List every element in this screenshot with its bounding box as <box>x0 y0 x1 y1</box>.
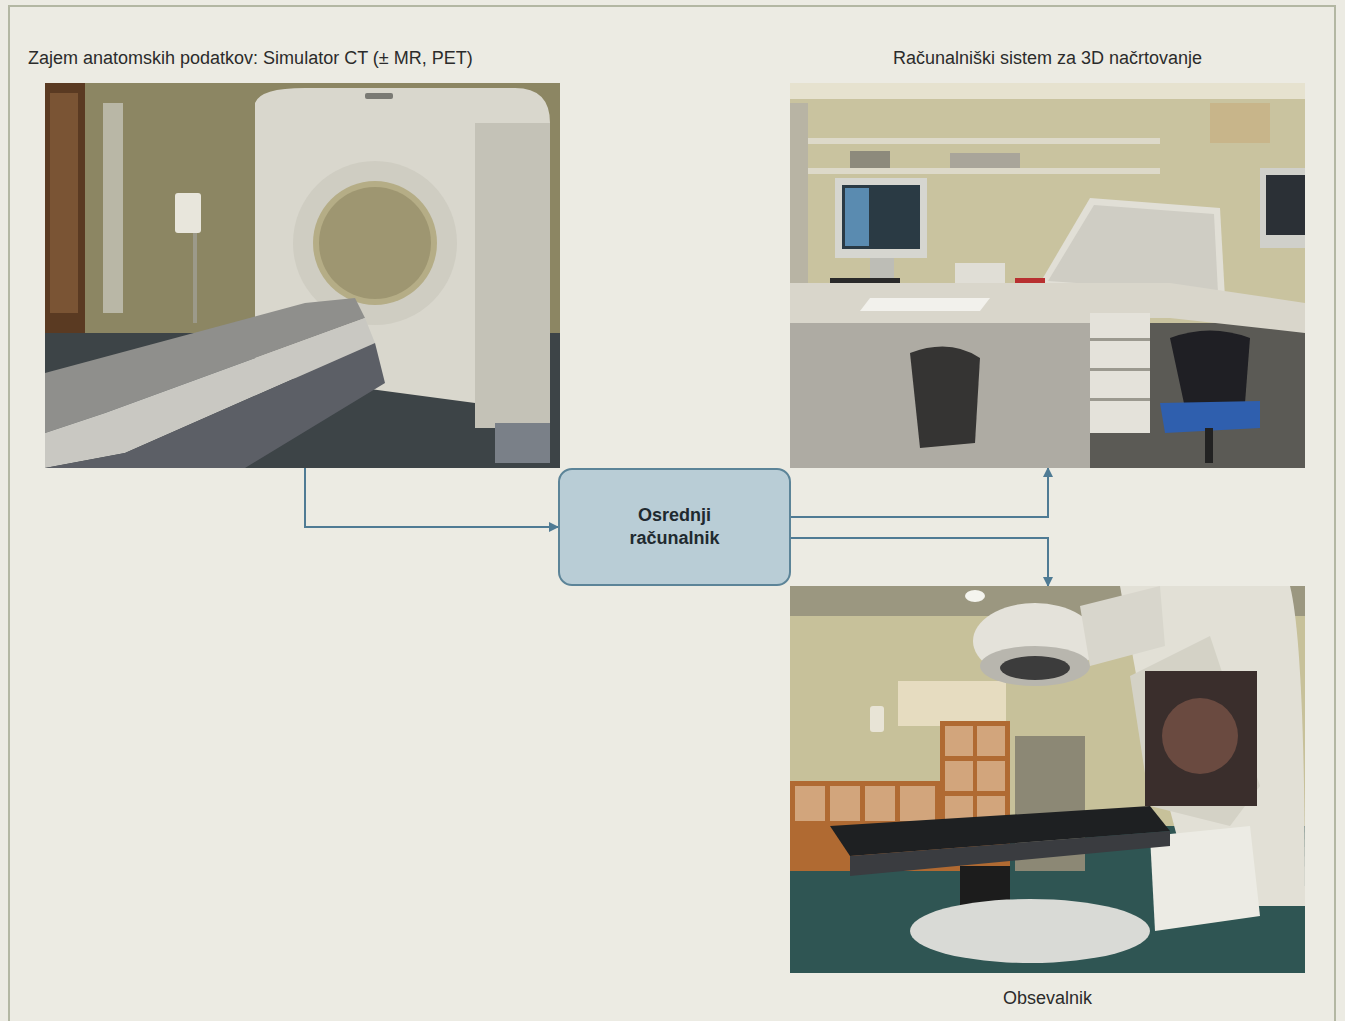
photo-detail <box>830 786 860 821</box>
planning-panel: Računalniški sistem za 3D načrtovanje <box>790 47 1305 468</box>
photo-detail <box>945 761 973 791</box>
photo-detail <box>1090 338 1150 341</box>
photo-detail <box>1130 636 1260 826</box>
photo-detail <box>319 187 431 299</box>
linac-panel: Obsevalnik <box>790 586 1305 1009</box>
photo-detail <box>1162 698 1238 774</box>
photo-detail <box>835 178 927 258</box>
photo-detail <box>790 283 1305 468</box>
photo-detail <box>45 343 385 468</box>
photo-detail <box>1210 103 1270 143</box>
photo-detail <box>860 298 990 311</box>
photo-detail <box>790 138 1160 144</box>
photo-caption: Zajem anatomskih podatkov: Simulator CT … <box>28 47 560 69</box>
photo-detail <box>950 153 1020 168</box>
linac-photo <box>790 586 1305 973</box>
photo-detail <box>870 706 884 732</box>
photo-detail <box>293 161 457 325</box>
flow-arrow <box>305 468 558 527</box>
photo-detail <box>1145 671 1257 806</box>
photo-detail <box>1260 168 1305 248</box>
photo-detail <box>1266 175 1305 235</box>
ct-panel: Zajem anatomskih podatkov: Simulator CT … <box>45 47 560 468</box>
photo-frame <box>790 83 1305 468</box>
photo-detail <box>1090 368 1150 371</box>
photo-frame <box>790 586 1305 973</box>
photo-detail <box>790 586 1305 973</box>
photo-detail <box>977 761 1005 791</box>
photo-detail <box>842 185 920 249</box>
photo-detail <box>1090 313 1150 433</box>
photo-detail <box>475 123 550 428</box>
photo-detail <box>103 103 123 313</box>
photo-detail <box>845 188 869 246</box>
photo-detail <box>45 83 85 333</box>
photo-detail <box>313 181 437 305</box>
photo-detail <box>898 681 1006 726</box>
photo-detail <box>1000 656 1070 680</box>
photo-detail <box>965 590 985 602</box>
photo-caption: Obsevalnik <box>790 987 1305 1009</box>
photo-detail <box>1048 205 1218 293</box>
photo-detail <box>790 323 1090 468</box>
photo-detail <box>1090 398 1150 401</box>
photo-detail <box>910 899 1150 963</box>
photo-frame <box>45 83 560 468</box>
central-box: Osrednji računalnik <box>558 468 791 586</box>
photo-detail <box>50 93 78 313</box>
photo-detail <box>980 646 1090 686</box>
photo-detail <box>193 233 197 323</box>
flow-arrow <box>791 538 1048 586</box>
box-label: Osrednji računalnik <box>610 504 740 550</box>
flow-arrow <box>791 468 1048 517</box>
photo-detail <box>790 83 1305 99</box>
photo-detail <box>45 83 560 468</box>
photo-detail <box>850 151 890 168</box>
planning-photo <box>790 83 1305 468</box>
photo-detail <box>1170 331 1250 409</box>
photo-detail <box>945 726 973 756</box>
photo-detail <box>495 423 550 463</box>
photo-detail <box>790 168 1160 174</box>
photo-detail <box>870 258 894 278</box>
photo-detail <box>900 786 935 821</box>
photo-caption: Računalniški sistem za 3D načrtovanje <box>790 47 1305 69</box>
photo-detail <box>1080 586 1165 666</box>
photo-detail <box>365 93 393 99</box>
photo-detail <box>790 83 1305 468</box>
photo-detail <box>175 193 201 233</box>
ct-photo <box>45 83 560 468</box>
photo-detail <box>977 726 1005 756</box>
photo-detail <box>1205 428 1213 463</box>
photo-detail <box>795 786 825 821</box>
photo-detail <box>865 786 895 821</box>
